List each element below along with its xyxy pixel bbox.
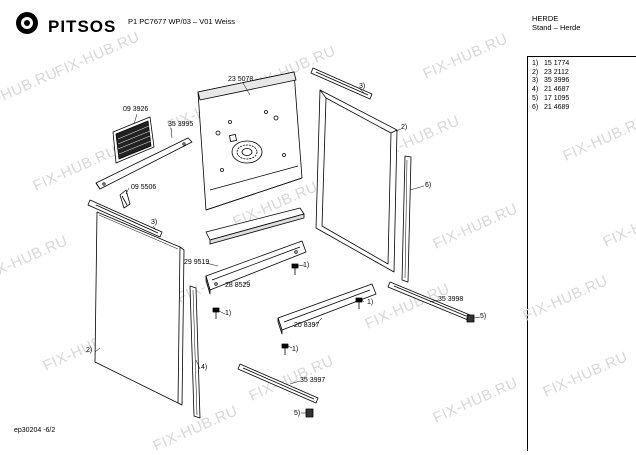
vent-grille	[112, 116, 155, 164]
brand-logo-icon	[16, 12, 38, 34]
parts-list-item: 2)23 2112	[532, 68, 569, 76]
parts-list-item: 5)17 1095	[532, 94, 570, 102]
rail-353997	[237, 363, 319, 404]
screw	[212, 307, 220, 319]
label-6: 6)	[425, 182, 432, 189]
label-1-a: 1)	[303, 262, 310, 269]
back-panel	[197, 71, 303, 211]
label-1-c: 1)	[367, 299, 374, 306]
clip-095506	[119, 189, 131, 209]
top-rail-right	[310, 67, 373, 100]
lower-bar-208397	[277, 283, 377, 335]
channel-288529	[205, 240, 307, 295]
subgroup-title: Stand – Herde	[532, 23, 581, 32]
side-strip-6	[401, 155, 412, 283]
label-235078: 23 5078	[228, 76, 254, 83]
trim-strip-left	[87, 199, 163, 238]
label-093926: 09 3926	[123, 106, 149, 113]
drawing-reference: ep30204 -6/2	[14, 427, 56, 434]
screw	[281, 343, 289, 355]
label-208397: 20 8397	[294, 322, 320, 329]
cap	[466, 314, 475, 323]
brand-logo: PITSOS	[14, 10, 115, 36]
label-5-bottom: 5)	[294, 410, 301, 417]
group-title: HERDE	[532, 14, 559, 23]
parts-list-item: 4)21 4687	[532, 86, 570, 94]
label-299519: 29 9519	[184, 259, 210, 266]
parts-list-item: 1)15 1774	[532, 60, 570, 67]
side-panel-left	[94, 211, 185, 406]
front-frame	[315, 89, 398, 273]
label-353998: 35 3998	[438, 296, 464, 303]
label-2-left: 2)	[86, 347, 93, 354]
side-strip-4	[189, 285, 201, 419]
cap	[305, 408, 314, 418]
label-5-right: 5)	[480, 313, 487, 320]
model-title: P1 PC7677 WP/03 – V01 Weiss	[128, 17, 235, 26]
parts-list: 1)15 1774 2)23 2112 3)35 3996 4)21 4687 …	[532, 60, 569, 112]
label-1-b: 1)	[225, 310, 232, 317]
label-2-right: 2)	[401, 124, 408, 131]
leader-lines	[94, 82, 481, 414]
label-353995: 35 3995	[168, 121, 194, 128]
screw	[355, 297, 363, 309]
bracket-299519	[205, 207, 305, 245]
label-288529: 28 8529	[225, 282, 251, 289]
label-353997: 35 3997	[300, 377, 326, 384]
parts-list-item: 6)21 4689	[532, 103, 570, 111]
label-3-right: 3)	[359, 83, 366, 90]
parts-list-item: 3)35 3996	[532, 77, 570, 85]
parts-list-box	[527, 56, 636, 451]
label-1-d: 1)	[292, 346, 299, 353]
label-3-left: 3)	[151, 219, 158, 226]
rail-353995	[95, 137, 193, 190]
screw	[291, 263, 299, 275]
label-095506: 09 5506	[131, 184, 157, 191]
label-4: 4)	[201, 364, 208, 371]
brand-name: PITSOS	[48, 17, 117, 36]
